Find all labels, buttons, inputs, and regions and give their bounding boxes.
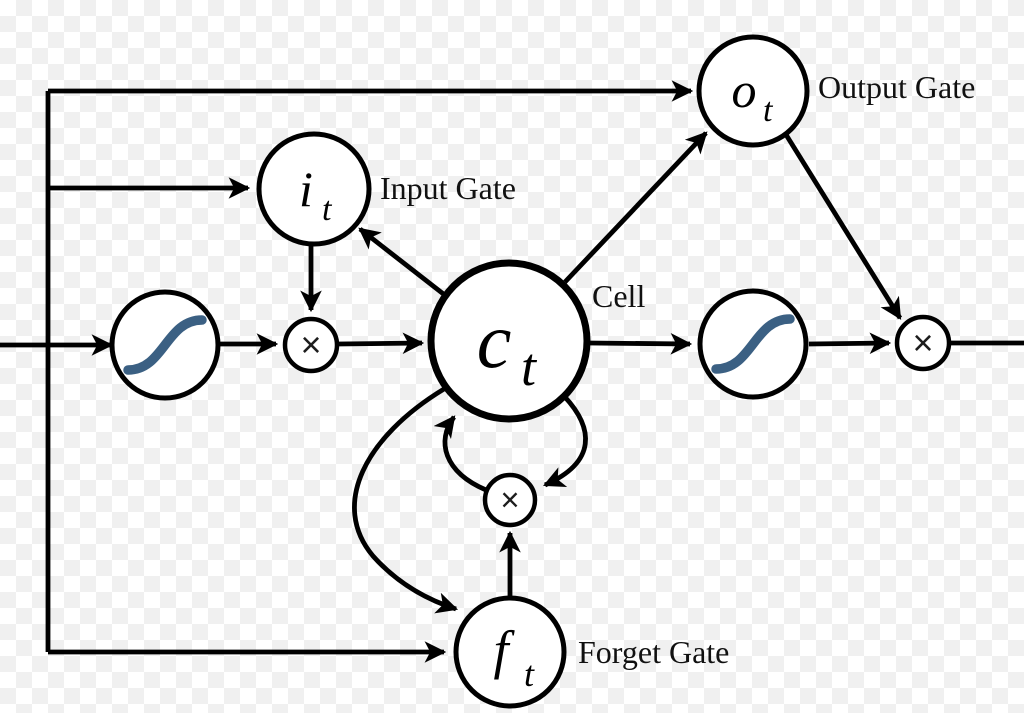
input-gate-subscript: t	[322, 191, 333, 228]
forget-gate-label: Forget Gate	[578, 634, 729, 670]
nodes: × i t c t o t × × f t	[109, 34, 952, 709]
edge-output-gate-to-multiply-right	[782, 131, 903, 320]
multiply-icon: ×	[500, 481, 519, 518]
multiply-left-node	[282, 316, 340, 374]
edge-multiply-bottom-loop-to-cell	[433, 415, 487, 493]
input-gate-node	[256, 131, 372, 247]
output-gate-node	[696, 34, 810, 148]
edge-cell-to-output-gate	[563, 131, 708, 284]
input-gate-label: Input Gate	[380, 170, 516, 206]
cell-symbol: c	[477, 297, 512, 384]
edges	[0, 80, 1024, 663]
multiply-bottom-node	[482, 472, 538, 528]
cell-node	[427, 259, 591, 423]
cell-label: Cell	[592, 278, 645, 314]
multiply-right-node	[894, 314, 952, 372]
edge-cell-loop-to-multiply-bottom	[543, 394, 588, 488]
multiply-icon: ×	[300, 324, 321, 365]
edge-cell-to-input-gate	[358, 227, 448, 298]
output-gate-symbol: o	[732, 62, 757, 118]
output-gate-label: Output Gate	[818, 69, 975, 105]
output-gate-subscript: t	[763, 92, 774, 129]
multiply-icon: ×	[912, 322, 933, 363]
input-gate-symbol: i	[299, 161, 313, 217]
edge-multiply-to-cell	[337, 332, 425, 355]
edge-cell-to-sigmoid-right	[588, 333, 693, 355]
edge-sigmoid-right-to-multiply	[808, 332, 892, 355]
forget-gate-node	[453, 595, 567, 709]
edge-cell-to-forget-gate	[352, 386, 459, 614]
sigmoid-curve-icon	[123, 315, 207, 375]
sigmoid-curve-icon	[711, 314, 795, 374]
cell-subscript: t	[521, 337, 538, 397]
forget-gate-subscript: t	[524, 654, 535, 694]
annotations: Input Gate Output Gate Cell Forget Gate	[380, 69, 975, 670]
